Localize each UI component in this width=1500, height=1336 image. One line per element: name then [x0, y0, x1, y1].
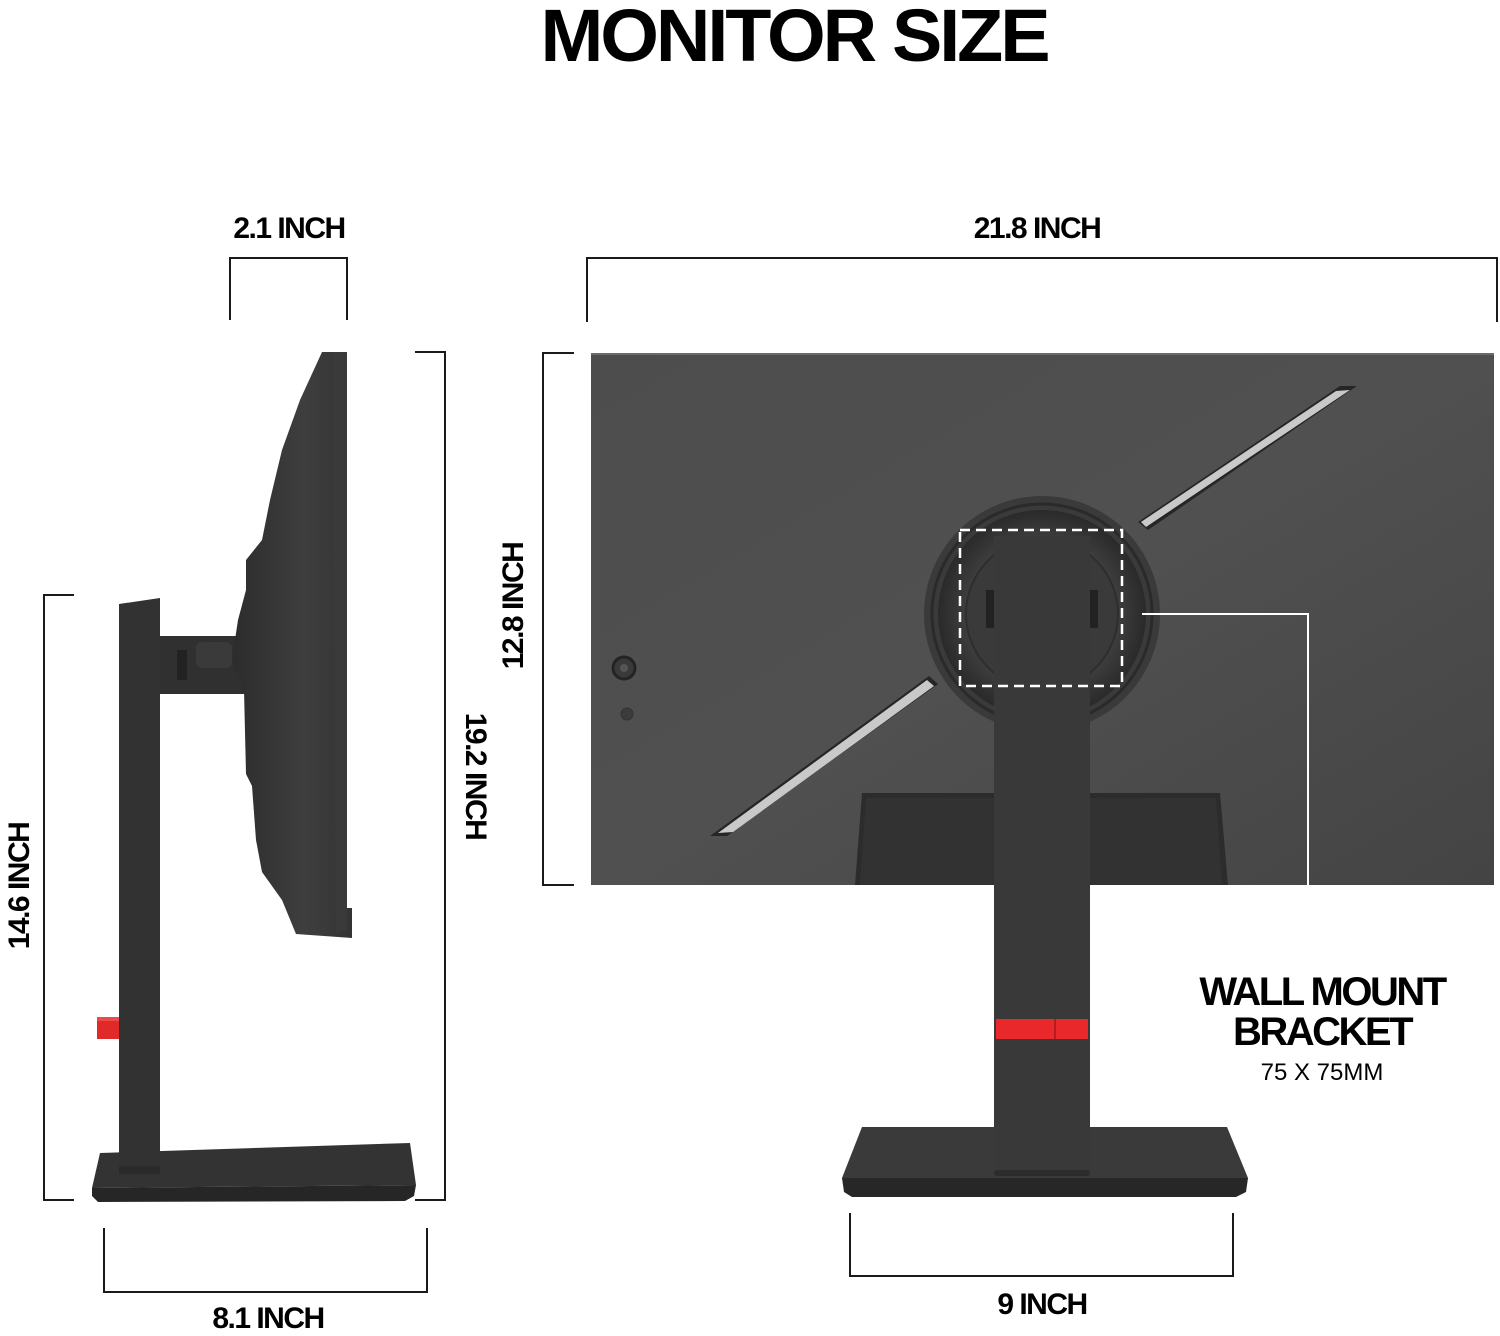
wall-mount-callout: WALL MOUNT BRACKET 75 X 75MM	[1199, 970, 1447, 1090]
rear-red-cable-clip	[996, 1019, 1088, 1039]
base-depth-label: 8.1 INCH	[212, 1302, 325, 1335]
side-red-cable-clip	[97, 1017, 119, 1039]
rear-dimension-lines	[542, 257, 1498, 1277]
callout-title-line1: WALL MOUNT	[1199, 970, 1447, 1014]
side-dimension-lines	[43, 257, 446, 1293]
side-stand-post	[119, 598, 160, 1172]
base-width-label: 9 INCH	[997, 1288, 1088, 1321]
callout-leader-line	[1142, 613, 1309, 960]
rear-diagonal-slot-lower	[710, 676, 938, 836]
vesa-mount-dashed-box	[958, 528, 1124, 688]
page-title: MONITOR SIZE	[540, 0, 1050, 77]
callout-spec: 75 X 75MM	[1260, 1059, 1384, 1086]
side-monitor-panel	[232, 352, 352, 938]
depth-label: 2.1 INCH	[233, 212, 346, 245]
rear-stand-column	[994, 536, 1090, 1176]
side-base	[92, 1143, 416, 1202]
base-depth-bracket	[103, 1228, 428, 1293]
control-joystick-icon	[611, 655, 637, 681]
width-label: 21.8 INCH	[973, 212, 1102, 245]
power-button-icon	[620, 707, 634, 721]
depth-bracket	[229, 257, 348, 320]
stand-height-label: 14.6 INCH	[3, 822, 36, 950]
total-height-label: 19.2 INCH	[459, 712, 492, 840]
panel-height-label: 12.8 INCH	[497, 542, 530, 670]
total-height-bracket	[415, 351, 446, 1201]
stand-height-bracket	[43, 594, 74, 1201]
side-view-monitor	[92, 352, 416, 1202]
panel-height-bracket	[542, 352, 574, 886]
side-hinge-arm	[160, 636, 245, 694]
callout-title-line2: BRACKET	[1232, 1010, 1414, 1054]
rear-base	[842, 1127, 1248, 1197]
base-width-bracket	[849, 1213, 1234, 1277]
width-bracket	[586, 257, 1498, 322]
rear-view-monitor	[591, 353, 1494, 1197]
rear-diagonal-slot-upper	[1138, 386, 1357, 530]
